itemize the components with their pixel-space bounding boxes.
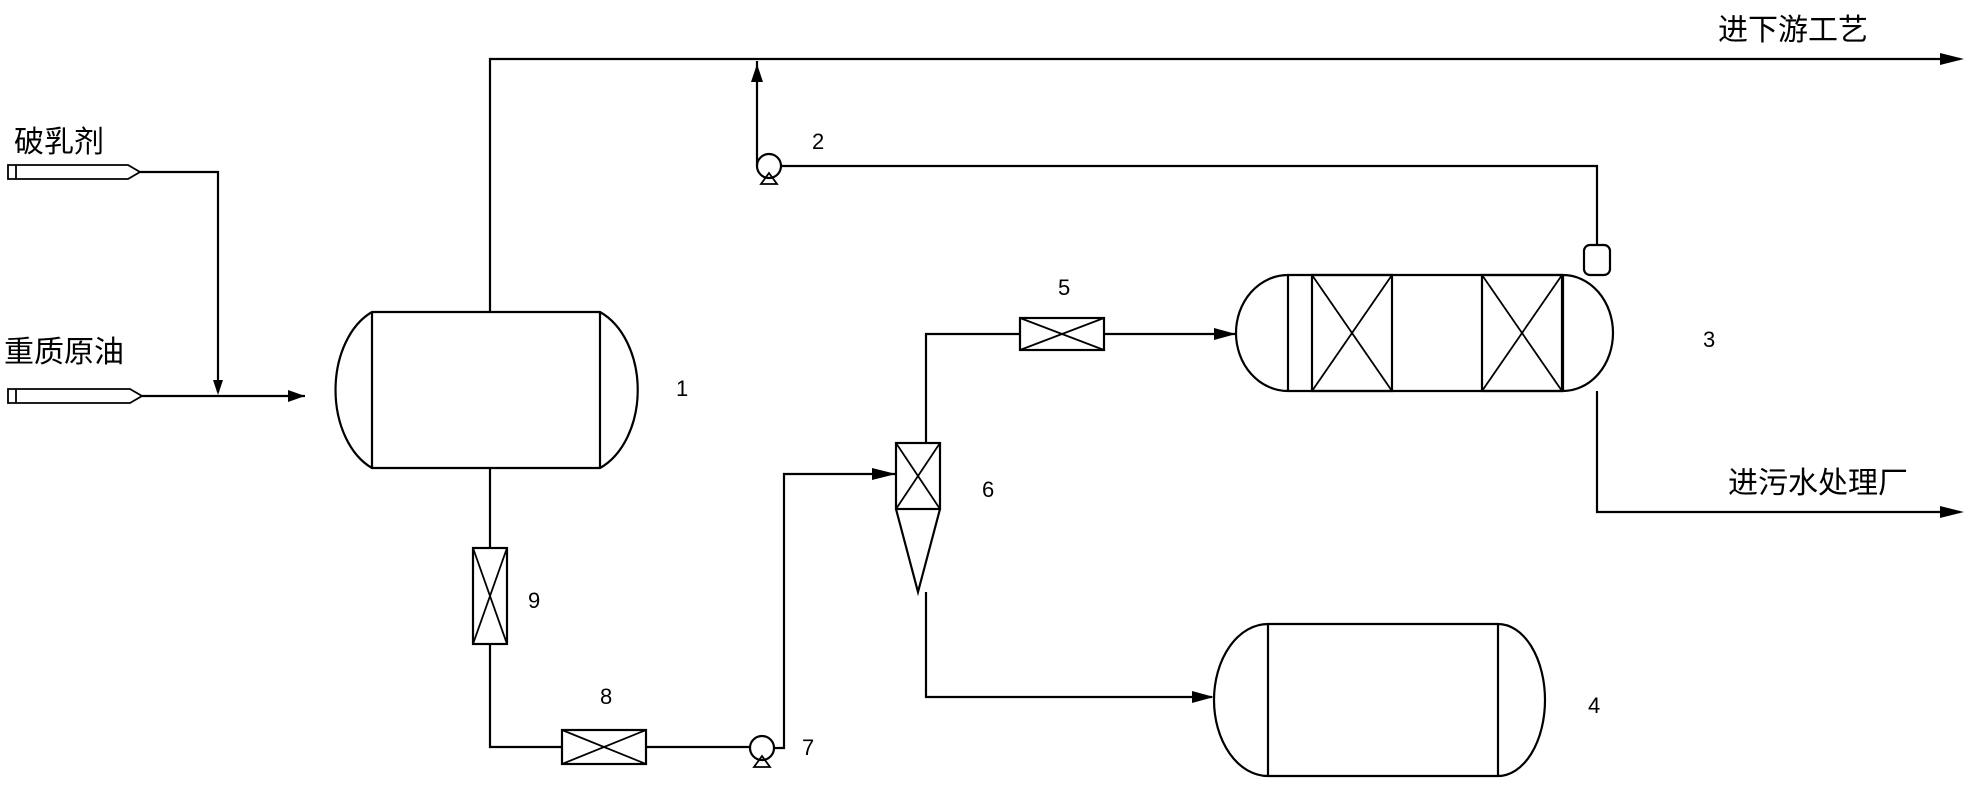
- filter-8: [560, 728, 648, 766]
- hydrocyclone-6: [894, 441, 942, 597]
- equipment-number-2: 2: [812, 129, 824, 154]
- equipment-number-3: 3: [1703, 327, 1715, 352]
- packing-section-2: [1480, 273, 1564, 393]
- pump-7: [748, 734, 776, 768]
- crude-feed-arrow: [288, 390, 305, 402]
- wastewater-arrow: [1940, 506, 1964, 518]
- equipment-number-5: 5: [1058, 275, 1070, 300]
- demulsifier-inlet-nozzle: [7, 164, 142, 180]
- heavy-crude-inlet-nozzle: [7, 388, 144, 404]
- cyclone-inlet-arrow: [872, 468, 896, 480]
- equipment-number-7: 7: [802, 735, 814, 760]
- demulsifier-arrow: [213, 380, 223, 395]
- equipment-number-9: 9: [528, 588, 540, 613]
- vessel-4: [1212, 622, 1547, 778]
- filter-5: [1018, 316, 1106, 352]
- equipment-number-1: 1: [676, 376, 688, 401]
- packing-section-1: [1310, 273, 1394, 393]
- equipment-number-6: 6: [982, 477, 994, 502]
- cyclone-underflow-line: [924, 592, 1212, 699]
- filter9-to-filter8-line: [488, 644, 562, 749]
- wastewater-label: 进污水处理厂: [1728, 466, 1908, 501]
- vessel-3: [1234, 243, 1615, 393]
- vessel-1: [334, 310, 639, 470]
- vessel4-inlet-arrow: [1192, 691, 1214, 703]
- pump7-to-cyclone-line: [774, 472, 896, 750]
- vessel3-top-to-pump2-line: [781, 164, 1599, 244]
- cyclone-overflow-line: [924, 332, 1020, 443]
- pump-2: [755, 152, 783, 185]
- pump2-discharge-arrow: [751, 64, 763, 82]
- heavy-crude-label: 重质原油: [4, 335, 124, 370]
- downstream-label: 进下游工艺: [1718, 13, 1868, 48]
- demulsifier-line: [140, 170, 220, 392]
- overhead-line-to-downstream: [488, 57, 1960, 312]
- wastewater-line: [1595, 391, 1960, 514]
- vessel3-inlet-arrow: [1214, 328, 1236, 340]
- vessel3-top-nozzle: [1582, 243, 1612, 277]
- equipment-number-8: 8: [600, 684, 612, 709]
- filter-9: [471, 546, 509, 646]
- downstream-arrow: [1940, 53, 1964, 65]
- equipment-number-4: 4: [1588, 693, 1600, 718]
- demulsifier-label: 破乳剂: [14, 125, 104, 160]
